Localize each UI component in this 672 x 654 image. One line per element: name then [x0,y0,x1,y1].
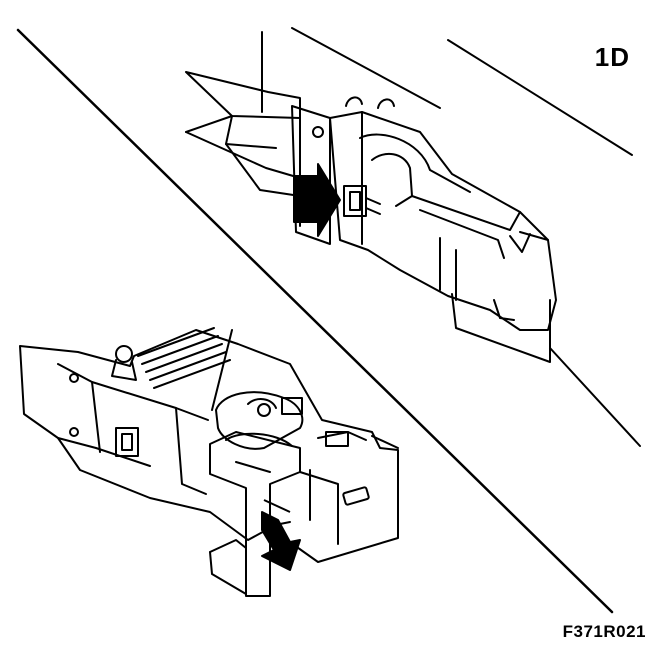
arrow-right-icon [293,163,341,237]
arrow-down-icon [261,499,301,571]
lower-connector [19,327,399,597]
step-label: 1D [594,42,630,72]
upper-connector [185,71,557,363]
divider-line [16,28,614,614]
figure-id: F371R021 [562,622,646,641]
panel-surface [261,27,641,447]
